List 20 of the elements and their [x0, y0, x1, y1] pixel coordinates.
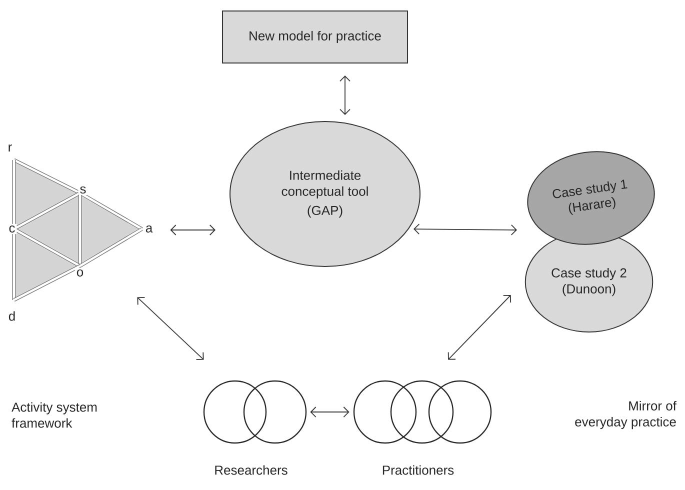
circles — [203, 380, 307, 444]
node-label: a — [146, 225, 153, 233]
arrow — [170, 224, 216, 236]
node-label: d — [8, 311, 15, 321]
arrow — [414, 224, 517, 236]
arrow — [137, 296, 204, 360]
activity-triangle-drawing: r s c a o d — [6, 143, 154, 322]
side-caption: Researchers — [215, 465, 288, 475]
side-caption: Practitioners — [382, 465, 454, 475]
node-label: o — [76, 269, 84, 277]
node-label: r — [8, 144, 12, 152]
label: Mirror of everyday practice — [575, 400, 676, 430]
arrow — [448, 295, 511, 360]
box: New model for practice — [222, 10, 408, 64]
node-label: c — [9, 225, 15, 233]
arrow — [340, 76, 350, 115]
circles — [353, 380, 492, 444]
node-label: s — [80, 186, 86, 194]
label: Activity system framework — [12, 402, 97, 428]
arrow — [310, 406, 350, 418]
